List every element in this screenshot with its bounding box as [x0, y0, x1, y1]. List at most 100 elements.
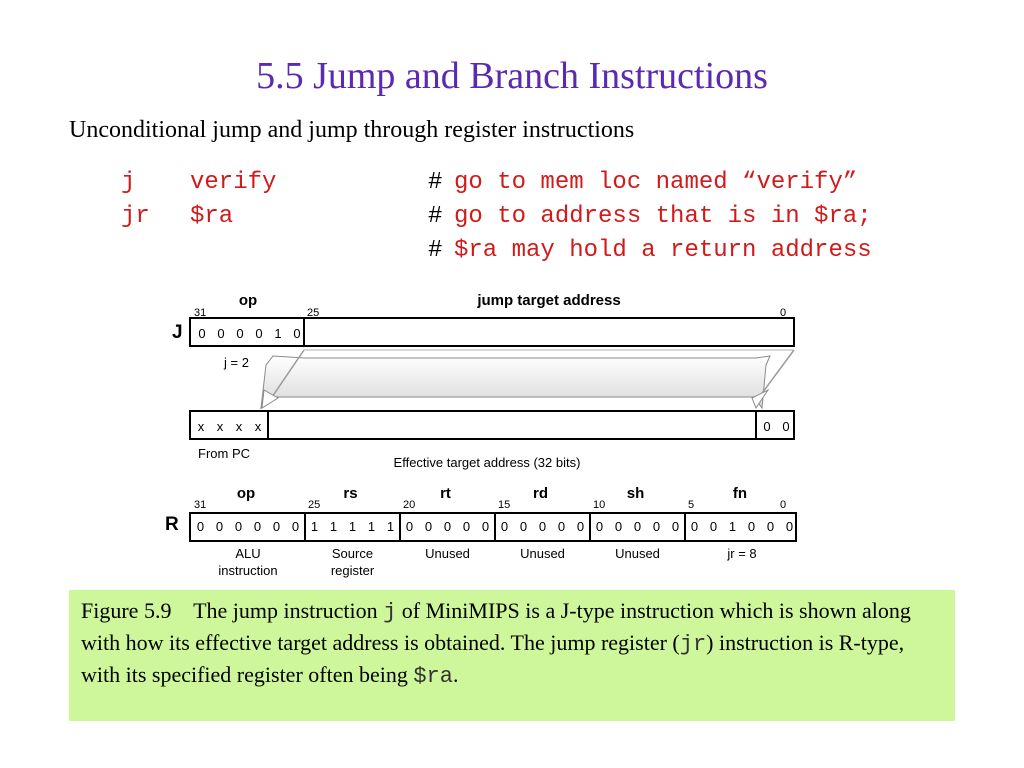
- r-field-rs-note: register: [331, 563, 375, 578]
- caption-code-j: j: [383, 600, 397, 625]
- address-arrow: [260, 355, 771, 410]
- r-op-bit: 0: [292, 519, 299, 534]
- r-bit-20: 20: [403, 499, 415, 511]
- r-field-rd-note: Unused: [520, 546, 565, 561]
- r-rd-bit: 0: [539, 519, 546, 534]
- r-op-bit: 0: [216, 519, 223, 534]
- r-sh-bit: 0: [596, 519, 603, 534]
- code-op-1: j: [121, 169, 136, 196]
- r-rd-bit: 0: [577, 519, 584, 534]
- r-rs-bit: 1: [311, 519, 318, 534]
- r-rt-bit: 0: [444, 519, 451, 534]
- j-op-bit: 0: [217, 326, 224, 341]
- r-rs-bit: 1: [387, 519, 394, 534]
- r-rt-bit: 0: [482, 519, 489, 534]
- caption-text-4: .: [452, 662, 459, 687]
- r-bit-10: 10: [593, 499, 605, 511]
- r-instruction-box: [189, 512, 797, 542]
- r-field-rd-name: rd: [533, 485, 548, 502]
- code-comment-1: go to mem loc named “verify”: [454, 169, 858, 196]
- r-bit-25: 25: [308, 499, 320, 511]
- r-sh-bit: 0: [672, 519, 679, 534]
- arrow-left-head: [261, 389, 279, 409]
- j-op-bit: 1: [274, 326, 281, 341]
- r-bit-0: 0: [780, 499, 786, 511]
- r-field-rs-name: rs: [343, 485, 357, 502]
- code-arg-1: verify: [190, 169, 277, 196]
- r-rs-bit: 1: [368, 519, 375, 534]
- j-instruction-box: [189, 317, 795, 347]
- r-field-rt-name: rt: [440, 485, 451, 502]
- r-fn-bit: 0: [710, 519, 717, 534]
- r-rt-bit: 0: [463, 519, 470, 534]
- r-op-bit: 0: [235, 519, 242, 534]
- r-field-rt-note: Unused: [425, 546, 470, 561]
- caption-code-jr: jr: [679, 632, 707, 657]
- r-sh-bit: 0: [615, 519, 622, 534]
- arrow-left-edge: [269, 349, 305, 401]
- j-op-bit: 0: [293, 326, 300, 341]
- r-fn-bit: 0: [748, 519, 755, 534]
- code-arg-2: $ra: [190, 203, 234, 230]
- j-op-bit: 0: [255, 326, 262, 341]
- r-fn-bit: 0: [767, 519, 774, 534]
- r-field-sh-name: sh: [627, 485, 645, 502]
- r-field-fn-note: jr = 8: [726, 546, 756, 561]
- page-title: 5.5 Jump and Branch Instructions: [256, 55, 768, 97]
- caption-text-3: ) instruction is R-type, with its specif…: [81, 630, 905, 687]
- r-bit-31: 31: [194, 499, 206, 511]
- j-field-target: jump target address: [476, 292, 620, 309]
- j-op-bit: 0: [198, 326, 205, 341]
- code-comment-2: go to address that is in $ra;: [454, 203, 872, 230]
- code-comment-3: $ra may hold a return address: [454, 237, 872, 264]
- r-fn-bit: 1: [729, 519, 736, 534]
- r-field-op-name: op: [237, 485, 255, 502]
- j-bit-25: 25: [307, 307, 319, 319]
- comment-hash-3: #: [428, 237, 443, 264]
- pc-bit: x: [255, 419, 262, 434]
- r-fn-bit: 0: [691, 519, 698, 534]
- r-rd-bit: 0: [558, 519, 565, 534]
- r-op-bit: 0: [197, 519, 204, 534]
- pc-bit: x: [198, 419, 205, 434]
- pc-bit: x: [236, 419, 243, 434]
- r-field-sh-note: Unused: [615, 546, 660, 561]
- j-bit-0: 0: [780, 307, 786, 319]
- from-pc-label: From PC: [198, 446, 250, 461]
- r-field-op-note: instruction: [218, 563, 277, 578]
- comment-hash-2: #: [428, 203, 443, 230]
- r-rt-bit: 0: [425, 519, 432, 534]
- code-op-2: jr: [121, 203, 150, 230]
- j-op-bit: 0: [236, 326, 243, 341]
- j-format-label: J: [172, 322, 183, 343]
- r-fn-bit: 0: [786, 519, 793, 534]
- r-op-bit: 0: [254, 519, 261, 534]
- j-bit-31: 31: [194, 307, 206, 319]
- r-rs-bit: 1: [330, 519, 337, 534]
- comment-hash-1: #: [428, 169, 443, 196]
- r-bit-5: 5: [688, 499, 694, 511]
- caption-code-ra: $ra: [413, 664, 453, 689]
- figure-caption: Figure 5.9 The jump instruction j of Min…: [69, 590, 955, 721]
- r-format-label: R: [165, 514, 179, 535]
- r-rt-bit: 0: [406, 519, 413, 534]
- effective-address-label: Effective target address (32 bits): [394, 455, 581, 470]
- r-field-fn-name: fn: [733, 485, 747, 502]
- r-field-op-note: ALU: [235, 546, 260, 561]
- r-rd-bit: 0: [520, 519, 527, 534]
- j-field-op: op: [239, 292, 257, 309]
- caption-text-2: of MiniMIPS is a J-type instruction whic…: [81, 598, 911, 655]
- r-rs-bit: 1: [349, 519, 356, 534]
- arrow-right-edge: [756, 349, 795, 401]
- r-rd-bit: 0: [501, 519, 508, 534]
- r-sh-bit: 0: [634, 519, 641, 534]
- pc-bit: x: [217, 419, 224, 434]
- caption-text-1: The jump instruction: [193, 598, 384, 623]
- effective-address-box: [189, 410, 795, 440]
- r-field-rs-note: Source: [332, 546, 373, 561]
- r-sh-bit: 0: [653, 519, 660, 534]
- r-bit-15: 15: [498, 499, 510, 511]
- r-op-bit: 0: [273, 519, 280, 534]
- low-bit: 0: [763, 419, 770, 434]
